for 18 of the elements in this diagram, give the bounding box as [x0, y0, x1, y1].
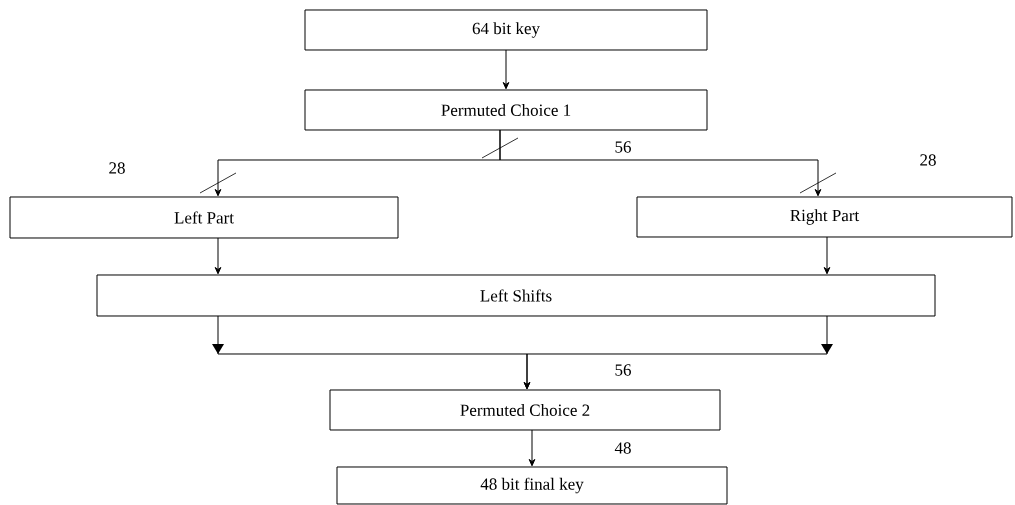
bit-count-label: 28	[920, 154, 936, 166]
arrow	[823, 236, 831, 275]
arrow	[528, 429, 536, 467]
bit-count-label: 56	[615, 364, 631, 376]
process-box: Right Part	[636, 196, 1013, 238]
process-box: 64 bit key	[304, 9, 708, 51]
arrow	[214, 237, 222, 275]
process-box: Left Shifts	[96, 274, 936, 317]
arrow	[523, 315, 833, 390]
process-box: Permuted Choice 1	[304, 89, 708, 131]
process-box: 48 bit final key	[336, 466, 728, 505]
arrow	[499, 129, 822, 197]
process-box: Left Part	[9, 196, 399, 239]
process-box: Permuted Choice 2	[329, 389, 721, 431]
bit-count-label: 56	[615, 141, 631, 153]
edge-label: 48	[613, 441, 633, 455]
arrow	[502, 49, 510, 90]
bit-count-label: 28	[109, 162, 125, 174]
